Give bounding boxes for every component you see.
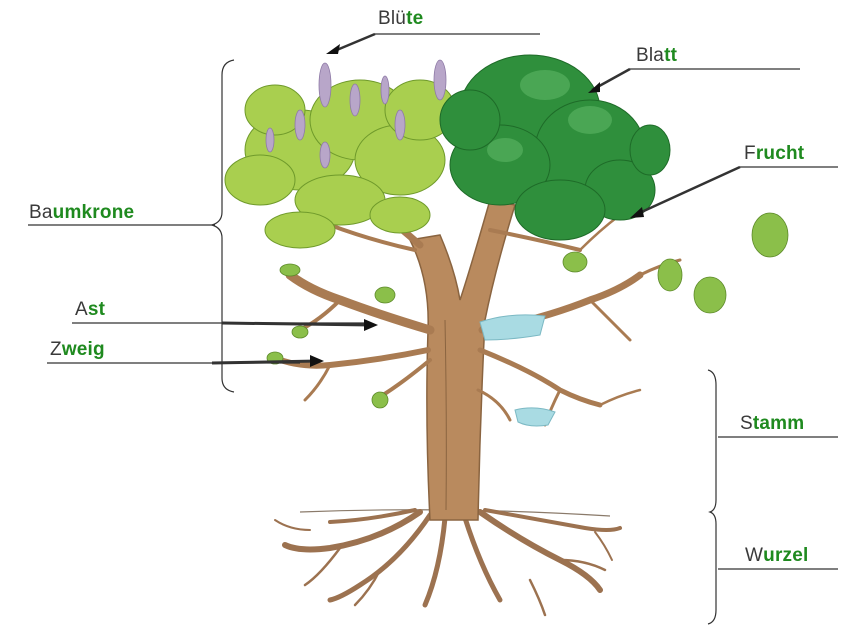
label-blatt: Blatt [636, 45, 677, 67]
roots [275, 510, 620, 615]
label-zweig: Zweig [50, 339, 105, 361]
label-frucht: Frucht [744, 143, 804, 165]
small-leaves [267, 213, 788, 408]
crown-light [225, 80, 455, 248]
water-patch [480, 315, 545, 340]
label-baumkrone: Baumkrone [29, 202, 134, 224]
label-ast: Ast [75, 299, 105, 321]
label-wurzel: Wurzel [745, 545, 809, 567]
label-bluete: Blüte [378, 8, 423, 30]
label-stamm: Stamm [740, 413, 804, 435]
